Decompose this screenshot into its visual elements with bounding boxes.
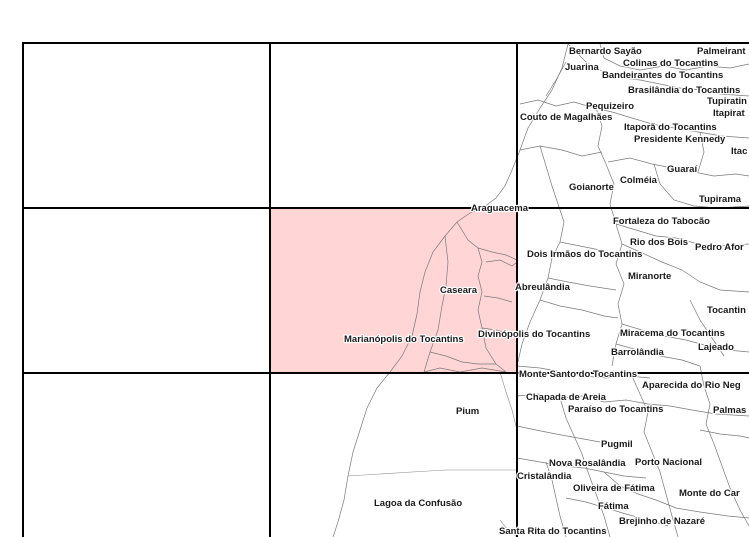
label-presidente-kennedy: Presidente Kennedy xyxy=(634,134,726,145)
label-colinas-do-tocantins: Colinas do Tocantins xyxy=(623,58,718,69)
label-rio-dos-bois: Rio dos Bois xyxy=(630,237,688,248)
municipality-boundaries xyxy=(332,43,749,537)
label-araguacema: Araguacema xyxy=(471,203,529,214)
label-miranorte: Miranorte xyxy=(628,271,671,282)
label-goianorte: Goianorte xyxy=(569,182,614,193)
label-pedro-afonso: Pedro Afor xyxy=(695,242,744,253)
label-monte-do-carmo: Monte do Car xyxy=(679,488,740,499)
label-itacaja: Itac xyxy=(731,146,747,157)
label-fatima: Fátima xyxy=(598,501,629,512)
place-labels: Bernardo Sayão Palmeirant Juarina Colina… xyxy=(343,45,749,537)
label-bernardo-sayao: Bernardo Sayão xyxy=(569,46,642,57)
label-oliveira-de-fatima: Oliveira de Fátima xyxy=(573,483,656,494)
label-guarai: Guaraí xyxy=(667,164,697,175)
label-divinopolis-do-tocantins: Divinópolis do Tocantins xyxy=(478,329,590,340)
label-couto-de-magalhaes: Couto de Magalhães xyxy=(520,112,612,123)
tile-r0-c0[interactable] xyxy=(22,42,271,209)
label-lagoa-da-confusao: Lagoa da Confusão xyxy=(374,498,462,509)
label-chapada-de-areia: Chapada de Areia xyxy=(526,392,607,403)
label-tupiratins: Tupiratin xyxy=(707,96,747,107)
label-porto-nacional: Porto Nacional xyxy=(635,457,702,468)
label-abreulandia: Abreulândia xyxy=(515,282,571,293)
tile-r1-c0[interactable] xyxy=(22,207,271,374)
label-brejinho-de-nazare: Brejinho de Nazaré xyxy=(619,516,705,527)
label-cristalandia: Cristalândia xyxy=(517,471,572,482)
label-monte-santo-do-tocantins: Monte Santo do Tocantins xyxy=(519,369,637,380)
label-juarina: Juarina xyxy=(565,62,600,73)
label-santa-rita-do-tocantins: Santa Rita do Tocantins xyxy=(499,526,607,537)
label-paraiso-do-tocantins: Paraíso do Tocantins xyxy=(568,404,663,415)
label-tocantinia: Tocantin xyxy=(707,305,746,316)
label-brasilandia-do-tocantins: Brasilândia do Tocantins xyxy=(628,85,740,96)
label-itapora-do-tocantins: Itaporã do Tocantins xyxy=(624,122,717,133)
label-pium: Pium xyxy=(456,406,479,417)
label-palmeirante: Palmeirant xyxy=(697,46,746,57)
tile-r2-c1[interactable] xyxy=(269,372,518,537)
label-fortaleza-do-tabocao: Fortaleza do Tabocão xyxy=(613,216,710,227)
label-dois-irmaos-do-tocantins: Dois Irmãos do Tocantins xyxy=(527,249,642,260)
tile-r2-c0[interactable] xyxy=(22,372,271,537)
label-aparecida-do-rio-negro: Aparecida do Rio Neg xyxy=(642,380,741,391)
label-nova-rosalandia: Nova Rosalândia xyxy=(549,458,626,469)
label-colmeia: Colméia xyxy=(620,175,658,186)
label-lajeado: Lajeado xyxy=(698,342,734,353)
label-bandeirantes-do-tocantins: Bandeirantes do Tocantins xyxy=(602,70,723,81)
tile-grid xyxy=(22,42,749,537)
label-miracema-do-tocantins: Miracema do Tocantins xyxy=(620,328,725,339)
tile-r0-c1[interactable] xyxy=(269,42,518,209)
label-palmas: Palmas xyxy=(713,405,746,416)
label-tupirama: Tupirama xyxy=(699,194,742,205)
label-itapiratins: Itapirat xyxy=(713,108,746,119)
label-pequizeiro: Pequizeiro xyxy=(586,101,634,112)
label-pugmil: Pugmil xyxy=(601,439,633,450)
tile-r2-c2[interactable] xyxy=(516,372,749,537)
label-caseara: Caseara xyxy=(440,285,478,296)
label-marianopolis-do-tocantins: Marianópolis do Tocantins xyxy=(344,334,464,345)
highlighted-tile[interactable] xyxy=(270,208,517,373)
label-barrolandia: Barrolândia xyxy=(611,347,665,358)
